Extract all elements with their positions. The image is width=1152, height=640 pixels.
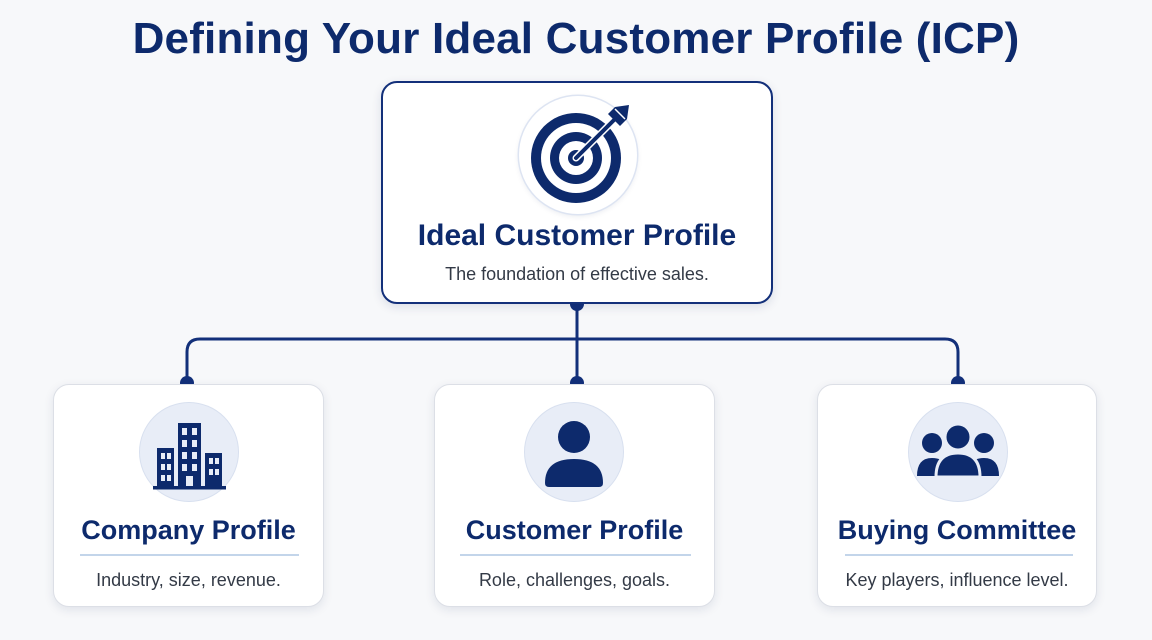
card-divider [460,554,691,556]
card-divider [80,554,299,556]
building-icon-badge [140,403,238,501]
card-title-company-profile: Company Profile [81,515,296,545]
card-buying-committee: Buying Committee Key players, influence … [817,384,1097,607]
person-icon [545,421,603,487]
card-title-customer-profile: Customer Profile [465,515,684,545]
building-icon [153,423,226,490]
connector-branch [185,337,960,383]
root-title: Ideal Customer Profile [417,219,737,252]
target-icon [531,105,629,203]
card-description-buying-committee: Key players, influence level. [845,570,1069,590]
person-icon-badge [525,403,623,501]
card-customer-profile: Customer Profile Role, challenges, goals… [434,384,715,607]
card-description-customer-profile: Role, challenges, goals. [478,570,671,590]
card-company-profile: Company Profile Industry, size, revenue. [53,384,324,607]
group-icon [917,422,999,479]
page-title: Defining Your Ideal Customer Profile (IC… [132,14,1020,63]
card-title-buying-committee: Buying Committee [837,515,1077,545]
root-description: The foundation of effective sales. [445,264,709,284]
target-icon-badge [519,96,637,214]
group-icon-badge [909,403,1007,501]
card-description-company-profile: Industry, size, revenue. [96,570,281,590]
root-card-ideal-customer-profile: Ideal Customer Profile The foundation of… [381,81,773,304]
card-divider [845,554,1073,556]
